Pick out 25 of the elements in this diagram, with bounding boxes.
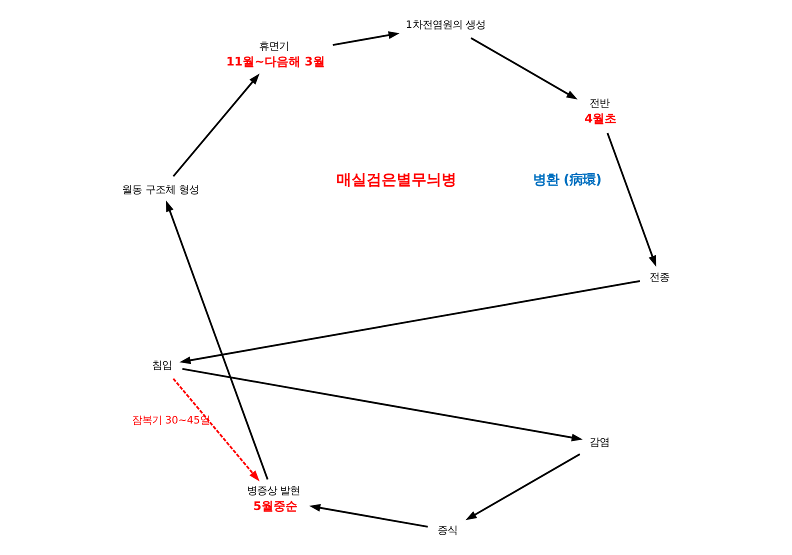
- arrow: [172, 378, 260, 482]
- label: 매실검은별무늬병: [336, 171, 456, 188]
- arrow: [308, 504, 428, 528]
- node-text: 휴면기: [258, 40, 289, 52]
- node-text: 증식: [437, 524, 458, 536]
- node-text: 전반: [589, 98, 610, 110]
- node-label: 11월~다음해 3월: [226, 54, 324, 68]
- node-text: 병증상 발현: [246, 485, 300, 498]
- arrow: [470, 37, 578, 100]
- label: 병환 (病環): [532, 172, 602, 188]
- node-label: 5월중순: [252, 499, 297, 514]
- node-text: 1차전염원의 생성: [405, 18, 486, 31]
- node-text: 월동 구조체 형성: [122, 184, 198, 196]
- arrow: [172, 74, 260, 177]
- node-text: 감염: [589, 436, 610, 449]
- arrow: [178, 280, 640, 364]
- arrow: [332, 31, 400, 46]
- arrow: [465, 453, 580, 520]
- edge-label: 잠복기 30~45일: [131, 414, 210, 426]
- arrow: [182, 368, 582, 442]
- node-text: 침입: [151, 359, 172, 372]
- node-text: 전종: [649, 272, 670, 284]
- node-label: 4월초: [584, 112, 616, 126]
- arrow: [166, 200, 268, 480]
- arrow: [606, 132, 656, 267]
